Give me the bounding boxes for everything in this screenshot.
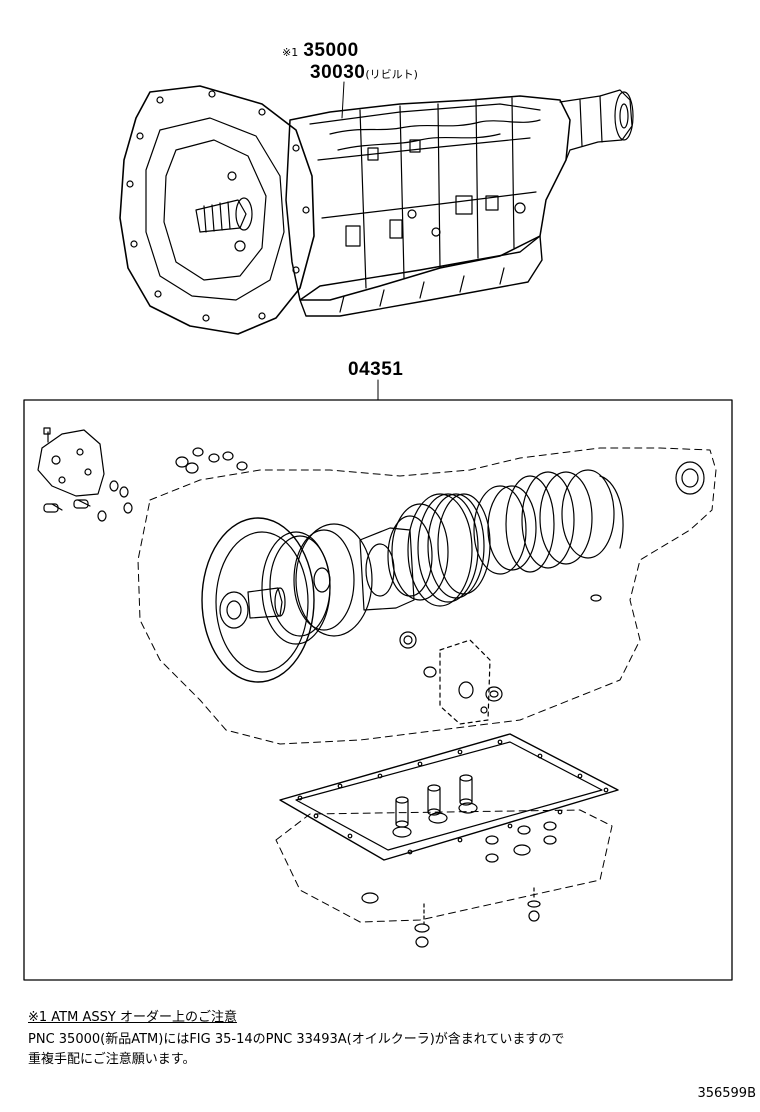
transmission-assembly-drawing (119, 81, 634, 335)
notes-line-1: PNC 35000(新品ATM)にはFIG 35-14のPNC 33493A(オ… (28, 1032, 565, 1047)
overhaul-kit-frame (23, 399, 733, 981)
notes-title: ※1 ATM ASSY オーダー上のご注意 (28, 1010, 237, 1025)
assy-mark: ※1 (282, 46, 299, 59)
kit-pnc: 04351 (348, 359, 404, 380)
overhaul-kit-drawing (37, 427, 717, 948)
assy-callout: ※1 35000 (282, 41, 359, 60)
figure-number: 356599B (697, 1086, 756, 1101)
rebuilt-label: (リビルト) (365, 68, 418, 81)
assy-pnc-new: 35000 (303, 40, 359, 61)
notes-line-2: 重複手配にご注意願います。 (28, 1052, 196, 1067)
assy-rebuilt-callout: 30030(リビルト) (310, 63, 418, 82)
assy-pnc-rebuilt: 30030 (310, 62, 366, 83)
